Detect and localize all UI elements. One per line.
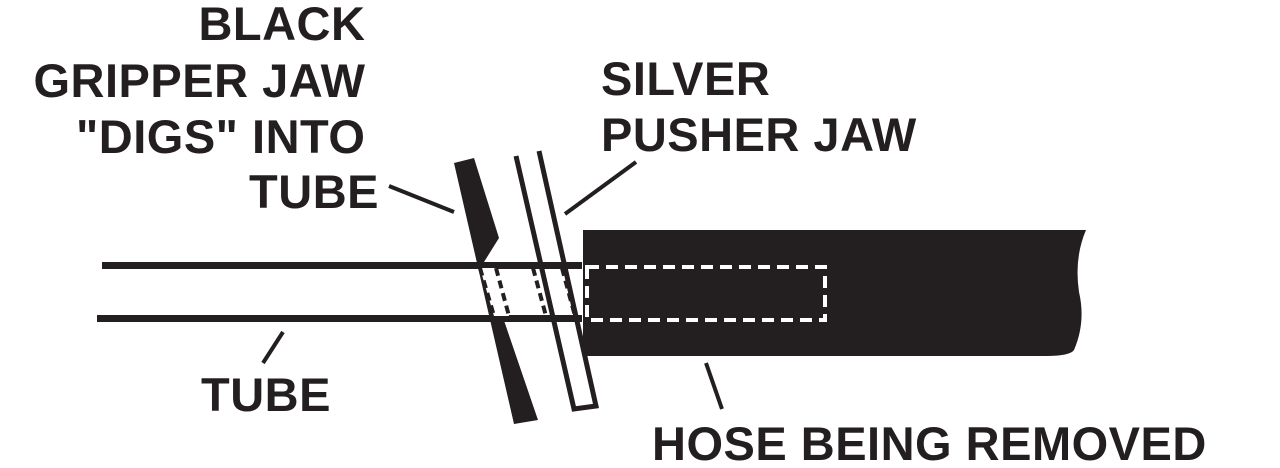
gripper-jaw-label-line-4: TUBE <box>249 165 379 218</box>
hose-leader-line <box>704 362 724 410</box>
gripper-jaw-label-line-3: "DIGS" INTO <box>76 110 365 163</box>
gripper-jaw-label-line-2: GRIPPER JAW <box>33 54 365 107</box>
hose-body <box>583 230 1086 356</box>
tube-leader-line <box>261 330 285 365</box>
hose-label: HOSE BEING REMOVED <box>652 417 1207 468</box>
pusher-jaw-label: SILVER PUSHER JAW <box>601 52 917 161</box>
dash-edge <box>531 267 548 317</box>
silver-pusher-jaw <box>513 150 600 412</box>
tube-top-wall <box>102 262 582 269</box>
tube-inside-hose-dashed-outline <box>585 265 827 322</box>
dash-edge <box>494 267 511 317</box>
black-gripper-jaw <box>454 158 538 424</box>
dash-edge <box>560 267 577 317</box>
pusher-jaw-label-line-2: PUSHER JAW <box>601 108 917 161</box>
gripper-jaw-label: BLACK GRIPPER JAW "DIGS" INTO TUBE <box>33 0 379 218</box>
gripper-jaw-leader-line <box>388 184 455 214</box>
dash-edge <box>478 267 496 317</box>
pusher-jaw-leader-line <box>563 160 638 216</box>
tube-through-gripper-jaw <box>480 268 509 316</box>
tube-label: TUBE <box>201 368 331 421</box>
pusher-jaw-label-line-1: SILVER <box>601 52 770 105</box>
gripper-jaw-label-line-1: BLACK <box>198 0 365 50</box>
tube-bottom-wall <box>97 315 582 322</box>
